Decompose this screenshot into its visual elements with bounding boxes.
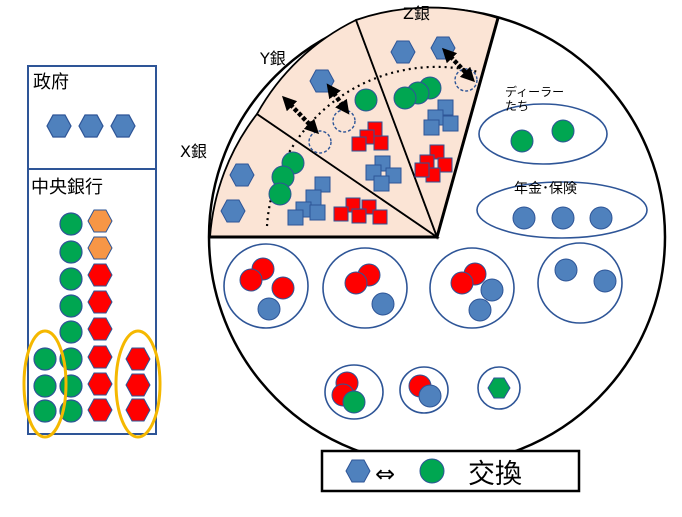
red-square-icon (351, 208, 367, 224)
blue-circle-icon (480, 278, 504, 302)
household-group-3 (429, 247, 515, 329)
green-circle-icon (33, 374, 57, 398)
blue-square-icon (373, 175, 390, 192)
blue-hexagon-icon (345, 459, 371, 483)
bank-z-label: Z銀 (403, 4, 430, 23)
blue-hexagon-icon (220, 199, 246, 223)
blue-circle-icon (589, 206, 613, 230)
blue-circle-icon (418, 384, 442, 408)
green-circle-icon (33, 399, 57, 423)
dashed-circle-icon (308, 130, 332, 154)
bank-z-assets (390, 36, 459, 183)
green-circle-icon (59, 320, 83, 344)
central-bank-holdings (87, 209, 151, 422)
red-hexagon-icon (125, 398, 151, 422)
blue-square-icon (314, 176, 331, 193)
highlight-ellipse (22, 329, 68, 439)
red-square-icon (373, 135, 389, 151)
blue-circle-icon (468, 298, 492, 322)
blue-circle-icon (371, 292, 395, 316)
red-hexagon-icon (87, 317, 113, 341)
exchange-arrows (281, 47, 478, 154)
blue-circle-icon (257, 297, 281, 321)
green-circle-icon (419, 458, 445, 484)
government-label: 政府 (33, 72, 69, 93)
green-circle-icon (393, 86, 417, 110)
left-panel: 政府 中央銀行 (22, 65, 162, 439)
red-hexagon-icon (87, 345, 113, 369)
red-circle-icon (450, 271, 474, 295)
red-hexagon-icon (125, 373, 151, 397)
household-group-6 (399, 366, 449, 414)
household-group-7 (477, 366, 521, 410)
green-hexagon-icon (487, 377, 511, 399)
red-square-icon (333, 206, 349, 222)
red-hexagon-icon (125, 347, 151, 371)
highlight-ellipse (114, 329, 162, 439)
blue-circle-icon (593, 269, 617, 293)
blue-hexagon-icon (390, 40, 416, 64)
green-circle-icon (510, 129, 534, 153)
blue-circle-icon (551, 206, 575, 230)
blue-square-icon (423, 119, 440, 136)
household-group-4 (537, 242, 623, 324)
double-arrow-icon (442, 47, 475, 83)
exchange-arrow-symbol: ⇔ (375, 460, 395, 488)
red-hexagon-icon (87, 263, 113, 287)
red-circle-icon (239, 268, 263, 292)
green-circle-icon (354, 88, 378, 112)
orange-hexagon-icon (87, 209, 113, 233)
green-circle-icon (59, 294, 83, 318)
blue-square-icon (309, 204, 326, 221)
pension-label: 年金･保険 (514, 181, 577, 197)
bank-y-label: Y銀 (259, 49, 286, 68)
green-circle-icon (59, 374, 83, 398)
red-square-icon (437, 157, 453, 173)
blue-hexagon-icon (78, 114, 104, 138)
orange-hexagon-icon (87, 236, 113, 260)
government-bonds (46, 114, 136, 138)
red-circle-icon (344, 271, 368, 295)
central-bank-label: 中央銀行 (31, 177, 103, 198)
red-square-icon (372, 209, 388, 225)
blue-hexagon-icon (110, 114, 136, 138)
dealers-label-line1: ディーラー (505, 84, 564, 99)
exchange-label: 交換 (468, 459, 522, 490)
blue-hexagon-icon (46, 114, 72, 138)
bank-y-assets (309, 69, 402, 192)
red-square-icon (351, 136, 367, 152)
household-group-2 (322, 247, 408, 329)
household-group-5 (324, 364, 384, 420)
bank-x-wedge (209, 112, 440, 238)
bank-x-assets (220, 151, 388, 226)
household-group-1 (223, 243, 309, 329)
green-circle-icon (33, 347, 57, 371)
green-circle-icon (59, 240, 83, 264)
green-circle-icon (59, 267, 83, 291)
double-arrow-icon (326, 83, 350, 115)
red-hexagon-icon (87, 290, 113, 314)
dealers-label-line2: たち (505, 99, 529, 113)
red-square-icon (414, 162, 430, 178)
green-circle-icon (342, 390, 366, 414)
blue-square-icon (287, 209, 304, 226)
blue-square-icon (442, 115, 459, 132)
red-circle-icon (271, 276, 295, 300)
blue-hexagon-icon (229, 163, 255, 187)
pension-group: 年金･保険 (476, 181, 648, 239)
market-circle: ディーラー たち 年金･保険 (207, 6, 667, 467)
red-hexagon-icon (87, 372, 113, 396)
legend-box: ⇔ 交換 (320, 449, 581, 493)
green-circle-icon (268, 182, 292, 206)
blue-circle-icon (554, 258, 578, 282)
green-circle-icon (551, 119, 575, 143)
red-hexagon-icon (87, 398, 113, 422)
blue-circle-icon (512, 206, 536, 230)
bank-x-label: X銀 (180, 142, 207, 161)
double-arrow-icon (281, 95, 320, 135)
green-circle-icon (59, 212, 83, 236)
dealers-group: ディーラー たち (478, 84, 608, 165)
